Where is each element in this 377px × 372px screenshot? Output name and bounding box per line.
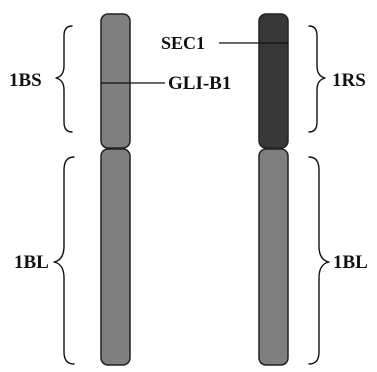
label-1BL-left: 1BL xyxy=(14,252,49,273)
brace-1BL-right xyxy=(308,156,330,365)
chromosome-1R xyxy=(258,13,289,366)
chromosome-1B-short-arm xyxy=(100,13,131,149)
chromosome-1R-long-arm xyxy=(258,148,289,366)
chromosome-1B xyxy=(100,13,131,366)
label-1RS: 1RS xyxy=(332,70,366,91)
brace-1BL-left xyxy=(53,156,75,365)
label-1BS: 1BS xyxy=(9,70,42,91)
label-1BL-right: 1BL xyxy=(333,252,368,273)
label-sec1: SEC1 xyxy=(161,33,205,53)
chromosome-1B-long-arm xyxy=(100,148,131,366)
label-gli-b1: GLI-B1 xyxy=(168,73,231,94)
brace-1BS xyxy=(55,25,73,133)
chromosome-1R-short-arm xyxy=(258,13,289,149)
brace-1RS xyxy=(308,25,326,133)
